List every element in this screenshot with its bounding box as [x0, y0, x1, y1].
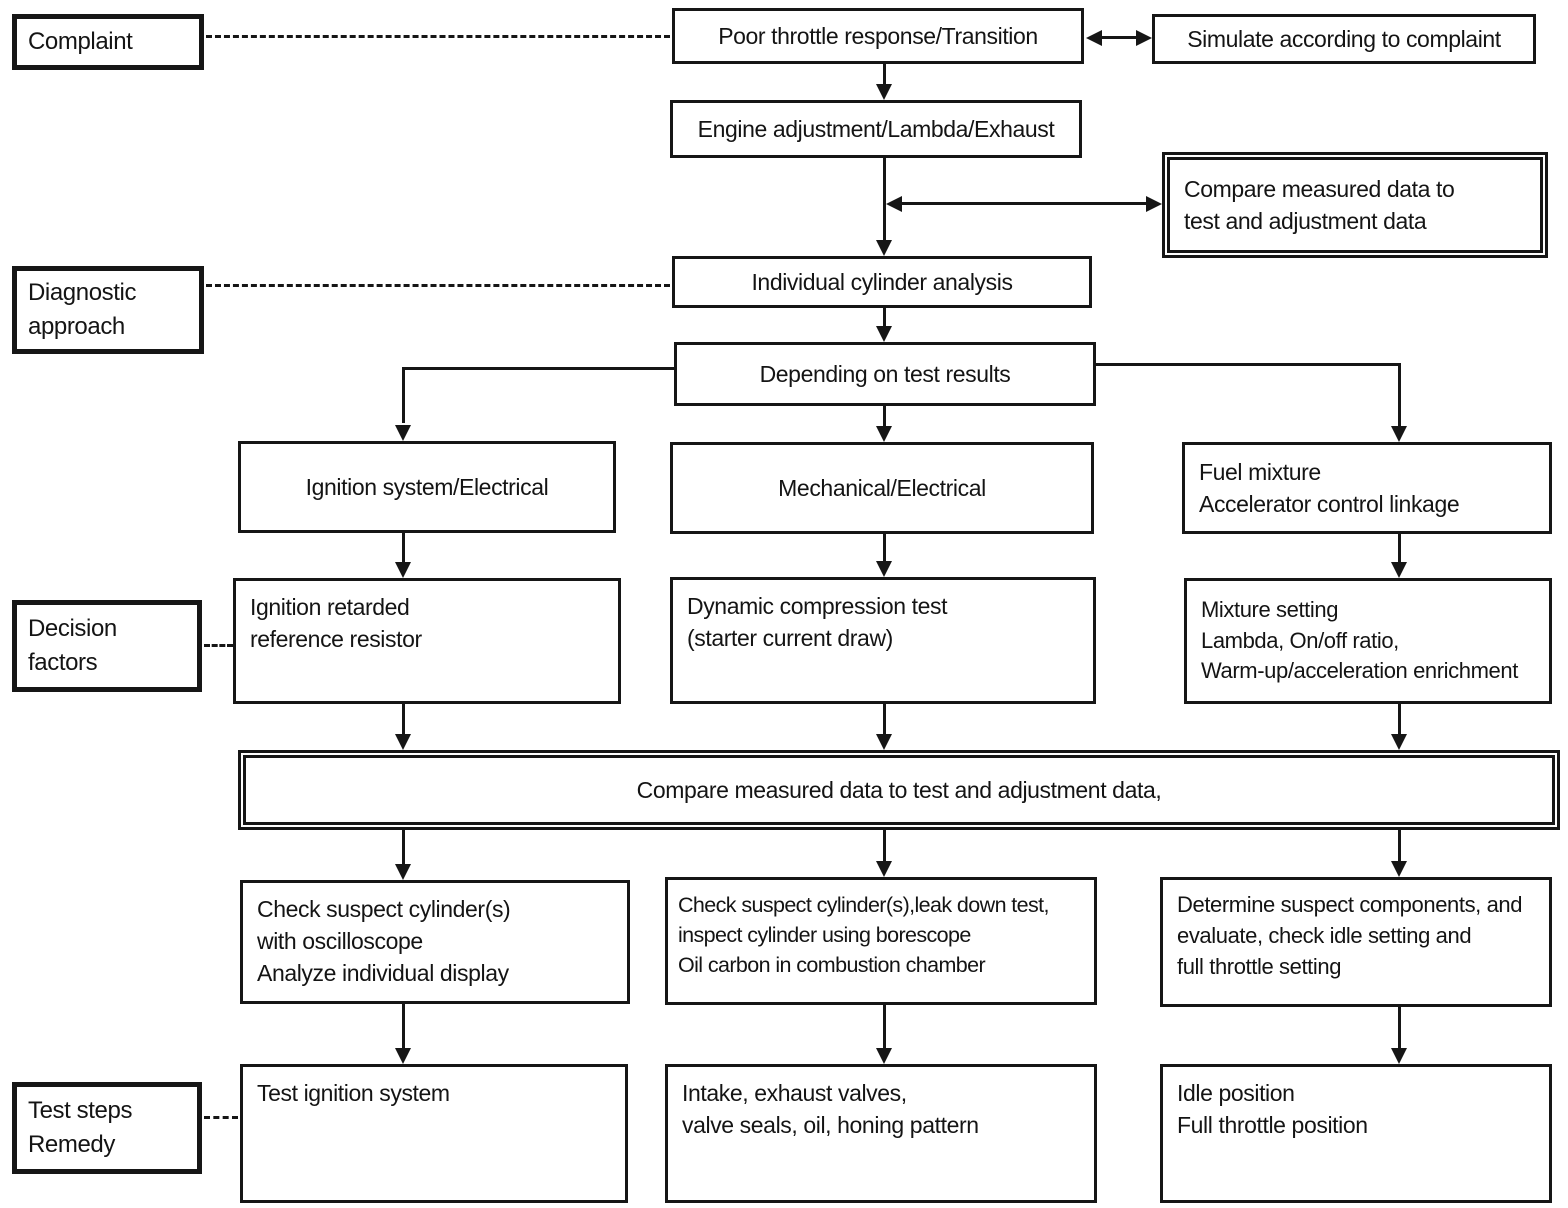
arrow-compare-to-determine-head: [1391, 861, 1407, 877]
node-dynamic-compression-test: Dynamic compression test (starter curren…: [670, 577, 1096, 704]
branch-left-vertical-line: [402, 367, 405, 423]
arrow-engine-to-individual-line: [883, 158, 886, 242]
arrow-poor-to-engine-line: [883, 64, 886, 86]
node-check-cylinder-oscilloscope: Check suspect cylinder(s) with oscillosc…: [240, 880, 630, 1004]
arrow-compare-to-checkosc-line: [402, 830, 405, 864]
row-label-decision-factors: Decision factors: [12, 600, 202, 692]
arrow-simulate-left-head: [1086, 30, 1102, 46]
node-ignition-retarded: Ignition retarded reference resistor: [233, 578, 621, 704]
node-mixture-setting: Mixture setting Lambda, On/off ratio, Wa…: [1184, 578, 1552, 704]
node-engine-adjustment: Engine adjustment/Lambda/Exhaust: [670, 100, 1082, 158]
branch-left-head: [395, 425, 411, 441]
node-simulate-complaint: Simulate according to complaint: [1152, 14, 1536, 64]
arrow-simulate-line: [1100, 36, 1138, 39]
branch-right-horizontal-line: [1096, 363, 1401, 366]
arrow-compare-side-line: [900, 202, 1146, 205]
arrow-checkosc-to-testign-line: [402, 1004, 405, 1048]
arrow-compare-to-determine-line: [1398, 830, 1401, 861]
arrow-checkosc-to-testign-head: [395, 1048, 411, 1064]
row-label-test-steps-remedy: Test steps Remedy: [12, 1082, 202, 1174]
arrow-mech-to-dynamic-line: [883, 534, 886, 561]
arrow-ignret-to-compare-head: [395, 734, 411, 750]
arrow-compare-side-left-head: [886, 196, 902, 212]
arrow-compare-to-checkleak-head: [876, 861, 892, 877]
node-check-cylinder-leak-down: Check suspect cylinder(s),leak down test…: [665, 877, 1097, 1005]
node-idle-full-throttle-position: Idle position Full throttle position: [1160, 1064, 1552, 1203]
node-intake-exhaust-valves: Intake, exhaust valves, valve seals, oil…: [665, 1064, 1097, 1203]
arrow-determine-to-idle-line: [1398, 1007, 1401, 1048]
node-compare-data-wide: Compare measured data to test and adjust…: [238, 750, 1560, 830]
branch-right-vertical-line: [1398, 363, 1401, 426]
dashed-line-decision-factors: [204, 644, 233, 647]
arrow-individual-to-depending-head: [876, 326, 892, 342]
arrow-checkleak-to-intake-head: [876, 1048, 892, 1064]
arrow-individual-to-depending-line: [883, 308, 886, 328]
arrow-mixture-to-compare-head: [1391, 734, 1407, 750]
arrow-determine-to-idle-head: [1391, 1048, 1407, 1064]
arrow-ignsys-to-ignret-line: [402, 533, 405, 562]
dashed-line-test-steps: [204, 1116, 238, 1119]
branch-right-head: [1391, 426, 1407, 442]
row-label-diagnostic-approach: Diagnostic approach: [12, 266, 204, 354]
node-determine-suspect-components: Determine suspect components, and evalua…: [1160, 877, 1552, 1007]
arrow-simulate-right-head: [1136, 30, 1152, 46]
node-mechanical-electrical: Mechanical/Electrical: [670, 442, 1094, 534]
arrow-checkleak-to-intake-line: [883, 1005, 886, 1048]
node-fuel-mixture: Fuel mixture Accelerator control linkage: [1182, 442, 1552, 534]
arrow-engine-to-individual-head: [876, 240, 892, 256]
node-depending-on-test-results: Depending on test results: [674, 342, 1096, 406]
arrow-poor-to-engine-head: [876, 84, 892, 100]
node-poor-throttle-response: Poor throttle response/Transition: [672, 8, 1084, 64]
arrow-depending-to-mechanical-head: [876, 426, 892, 442]
arrow-mech-to-dynamic-head: [876, 561, 892, 577]
arrow-fuel-to-mixture-head: [1391, 562, 1407, 578]
arrow-compare-to-checkosc-head: [395, 864, 411, 880]
arrow-depending-to-mechanical-line: [883, 406, 886, 428]
branch-left-horizontal-line: [404, 367, 674, 370]
arrow-compare-side-right-head: [1146, 196, 1162, 212]
node-compare-data-side: Compare measured data to test and adjust…: [1162, 152, 1548, 258]
node-individual-cylinder-analysis: Individual cylinder analysis: [672, 256, 1092, 308]
arrow-dynamic-to-compare-head: [876, 734, 892, 750]
row-label-complaint: Complaint: [12, 14, 204, 70]
arrow-ignret-to-compare-line: [402, 704, 405, 736]
arrow-fuel-to-mixture-line: [1398, 534, 1401, 562]
arrow-mixture-to-compare-line: [1398, 704, 1401, 736]
arrow-ignsys-to-ignret-head: [395, 562, 411, 578]
arrow-dynamic-to-compare-line: [883, 704, 886, 736]
dashed-line-diagnostic-approach: [206, 284, 670, 287]
node-ignition-system-electrical: Ignition system/Electrical: [238, 441, 616, 533]
node-test-ignition-system: Test ignition system: [240, 1064, 628, 1203]
arrow-compare-to-checkleak-line: [883, 830, 886, 861]
dashed-line-complaint: [206, 35, 670, 38]
